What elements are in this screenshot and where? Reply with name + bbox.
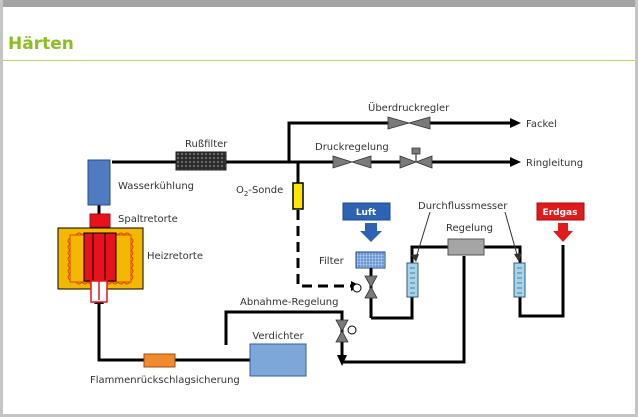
arrow-fackel	[510, 118, 521, 128]
arrow-into-verdichter	[337, 355, 347, 366]
verdichter-box	[249, 343, 307, 377]
arrow-ringleitung	[510, 157, 521, 167]
label-druckregelung: Druckregelung	[315, 142, 389, 153]
luft-box	[342, 202, 391, 221]
title-divider	[3, 60, 635, 61]
abnahme-valve[interactable]	[335, 319, 349, 343]
label-ueberdruckregler: Überdruckregler	[368, 101, 450, 114]
erdgas-box	[536, 202, 585, 221]
label-durchflussmesser: Durchflussmesser	[418, 201, 508, 212]
sensor-dot-abnahme	[347, 325, 357, 335]
pipe-regelung-right	[484, 245, 565, 318]
pipe-arrestor-left	[97, 302, 144, 362]
erdgas-arrow	[553, 223, 573, 242]
druckregelung-valve-2[interactable]	[399, 147, 433, 169]
pipe-riser	[287, 121, 388, 162]
flowmeter-left	[406, 262, 419, 298]
window-left-border	[0, 0, 3, 417]
russfilter	[175, 151, 227, 171]
page-title: Härten	[8, 34, 74, 54]
label-verdichter: Verdichter	[252, 331, 304, 342]
regelung-box	[447, 238, 485, 256]
pipe-regelung-down	[342, 256, 466, 364]
pipe-sensor-dashed	[296, 210, 351, 288]
window-top-border	[0, 0, 638, 7]
labels: Überdruckregler Fackel Rußfilter Druckre…	[90, 101, 583, 386]
label-heizretorte: Heizretorte	[147, 251, 203, 262]
filter-valve[interactable]	[364, 275, 378, 299]
label-wasserkuehlung: Wasserkühlung	[118, 181, 194, 192]
window-right-border	[635, 0, 638, 417]
label-o2-sonde: O2-Sonde	[236, 185, 283, 198]
label-fackel: Fackel	[526, 119, 557, 130]
sensor-dot-filter	[352, 283, 362, 293]
label-luft: Luft	[356, 208, 377, 218]
durchflussmesser-pointers	[415, 211, 519, 259]
label-spaltretorte: Spaltretorte	[118, 214, 178, 225]
spaltretorte	[89, 213, 111, 228]
label-regelung: Regelung	[446, 223, 493, 234]
label-flammenrueckschlagsicherung: Flammenrückschlagsicherung	[90, 375, 240, 386]
druckregelung-valve-1[interactable]	[332, 155, 372, 169]
flame-arrestor	[143, 353, 176, 368]
window-bottom-border	[0, 414, 638, 417]
air-filter	[355, 251, 386, 269]
pipes	[97, 121, 565, 364]
label-erdgas: Erdgas	[543, 208, 578, 218]
label-abnahme-regelung: Abnahme-Regelung	[240, 297, 338, 308]
label-filter: Filter	[319, 256, 345, 267]
ueberdruckregler-valve[interactable]	[387, 116, 431, 130]
water-cooler	[87, 159, 111, 206]
label-ringleitung: Ringleitung	[526, 158, 583, 169]
o2-sensor	[292, 182, 304, 210]
flowmeter-right	[513, 262, 526, 298]
label-russfilter: Rußfilter	[185, 139, 228, 150]
luft-arrow	[360, 223, 382, 242]
